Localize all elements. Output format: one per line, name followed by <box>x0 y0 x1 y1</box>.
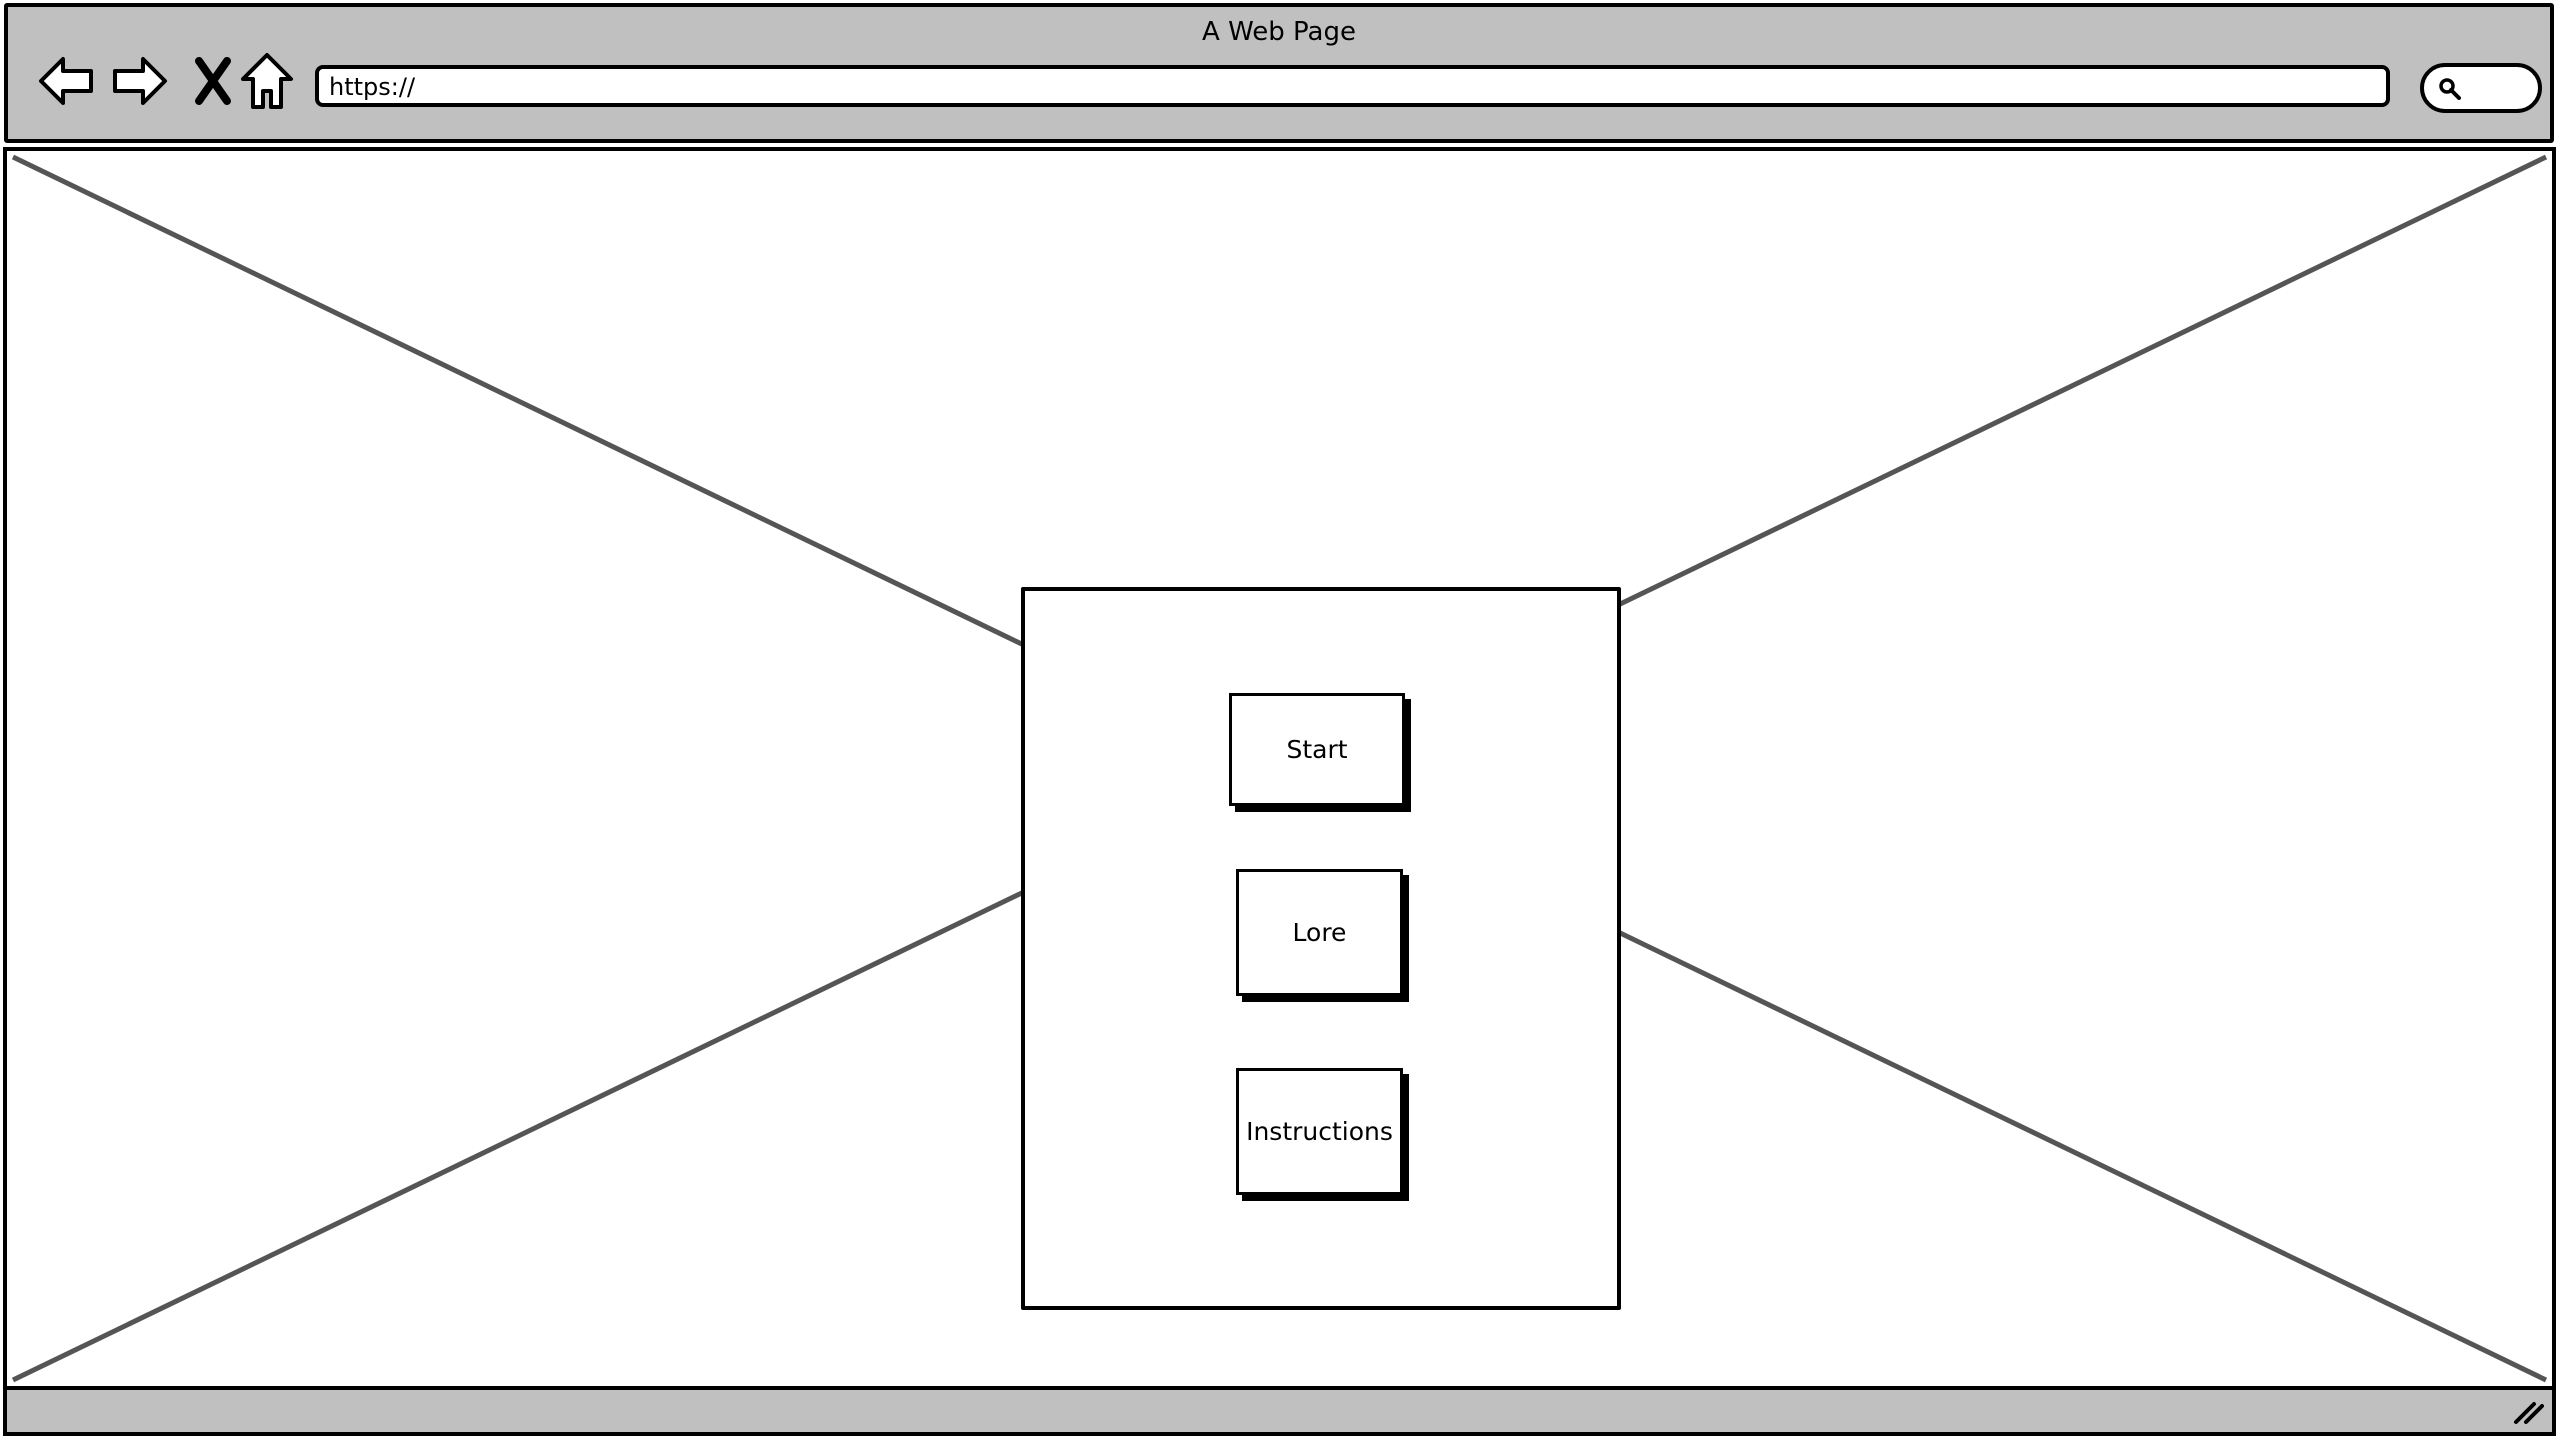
status-bar <box>3 1390 2556 1436</box>
main-menu-panel: Start Lore Instructions <box>1021 587 1621 1310</box>
close-icon[interactable] <box>181 49 245 113</box>
lore-button[interactable]: Lore <box>1236 869 1403 996</box>
back-arrow-icon[interactable] <box>35 49 99 113</box>
search-icon <box>2439 78 2461 100</box>
forward-arrow-icon[interactable] <box>107 49 171 113</box>
search-button[interactable] <box>2420 63 2542 113</box>
page-title: A Web Page <box>1202 17 1356 47</box>
instructions-button[interactable]: Instructions <box>1236 1068 1403 1195</box>
browser-toolbar: A Web Page https:// <box>4 3 2554 143</box>
resize-handle-icon[interactable] <box>2512 1398 2544 1426</box>
start-button[interactable]: Start <box>1229 693 1405 806</box>
url-input[interactable]: https:// <box>315 65 2390 107</box>
page-content: Start Lore Instructions <box>3 147 2556 1390</box>
home-icon[interactable] <box>235 49 299 113</box>
url-text: https:// <box>329 73 416 101</box>
